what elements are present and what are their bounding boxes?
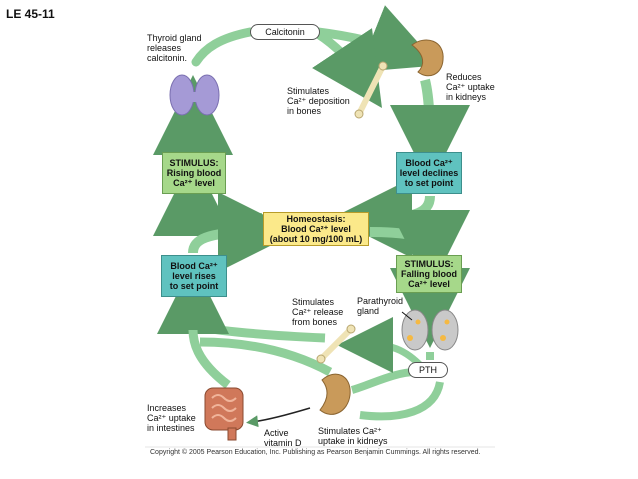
arrow-calcitonin-to-thyroid [191, 27, 255, 67]
blood-declines-box: Blood Ca²⁺ level declines to set point [396, 152, 462, 194]
arrow-intestine-to-rises [188, 329, 231, 389]
homeostasis-box: Homeostasis: Blood Ca²⁺ level (about 10 … [263, 212, 369, 246]
arrow-pth-to-kidney-loop [359, 381, 444, 421]
kidney-bottom-icon [319, 373, 351, 415]
stimulates-release-label: Stimulates Ca²⁺ release from bones [292, 297, 344, 327]
kidney-top-icon [411, 39, 444, 77]
parathyroid-label: Parathyroid gland [357, 296, 404, 316]
arrow-rises-to-homeostasis [188, 192, 298, 273]
kidney-uptake-label: Stimulates Ca²⁺ uptake in kidneys [318, 426, 388, 446]
stimulus-rising-box: STIMULUS: Rising blood Ca²⁺ level [162, 152, 226, 194]
stimulates-deposition-label: Stimulates Ca²⁺ deposition in bones [287, 86, 350, 116]
arrow-homeostasis-to-falling [369, 209, 470, 290]
pth-label: PTH [408, 362, 448, 378]
arrow-kidney-to-declines [389, 78, 470, 185]
figure-id: LE 45-11 [6, 7, 55, 21]
bone-bottom-icon [316, 324, 356, 364]
bone-top-icon [354, 61, 388, 119]
reduces-uptake-label: Reduces Ca²⁺ uptake in kidneys [446, 72, 495, 102]
arrow-pth-to-bone [337, 317, 423, 374]
arrow-kidney-to-intestine [246, 407, 311, 428]
arrow-calcitonin-to-bone [312, 28, 382, 108]
copyright-text: Copyright © 2005 Pearson Education, Inc.… [150, 449, 481, 456]
blood-rises-box: Blood Ca²⁺ level rises to set point [161, 255, 227, 297]
stimulus-falling-box: STIMULUS: Falling blood Ca²⁺ level [396, 255, 462, 293]
arrow-pth-to-kidney [350, 368, 416, 394]
thyroid-label: Thyroid gland releases calcitonin. [147, 33, 202, 63]
calcitonin-label: Calcitonin [250, 24, 320, 40]
vitamin-d-label: Active vitamin D [264, 428, 302, 448]
arrow-declines-to-homeostasis [332, 177, 435, 258]
intestines-icon [204, 387, 244, 441]
thyroid-gland-icon [169, 74, 220, 116]
intestines-label: Increases Ca²⁺ uptake in intestines [147, 403, 196, 433]
arrow-bone-release-to-rises [157, 262, 326, 343]
arrow-homeostasis-to-rising [153, 156, 263, 237]
parathyroid-gland-icon [401, 309, 459, 351]
arrow-kidney-to-rises-branch [199, 337, 333, 376]
